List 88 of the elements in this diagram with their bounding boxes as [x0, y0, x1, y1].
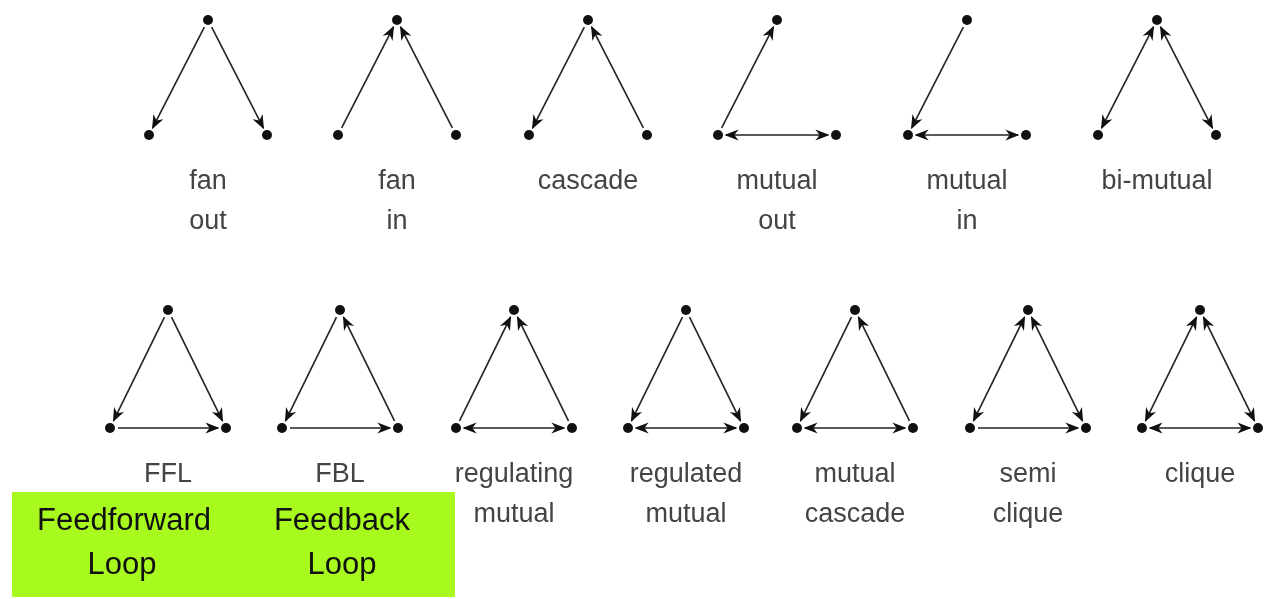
node-dot: [642, 130, 652, 140]
arrow: [1202, 315, 1256, 423]
node-dot: [1137, 423, 1147, 433]
arrow: [342, 315, 396, 422]
motif-name: fan out: [188, 164, 228, 237]
node-dot: [392, 15, 402, 25]
arrow: [914, 129, 1020, 141]
loop-name: Feedforward Loop: [36, 501, 213, 583]
arrow: [799, 316, 853, 423]
arrow: [284, 316, 338, 423]
motif-name: bi-mutual: [1100, 164, 1214, 197]
arrow: [1100, 25, 1155, 130]
arrow: [857, 315, 911, 422]
arrow: [972, 315, 1026, 423]
node-dot: [1152, 15, 1162, 25]
arrow: [516, 315, 570, 422]
node-dot: [739, 423, 749, 433]
node-dot: [277, 423, 287, 433]
arrow: [1144, 315, 1198, 423]
arrow: [462, 422, 566, 434]
arrow: [399, 25, 454, 129]
node-dot: [163, 305, 173, 315]
arrow: [170, 316, 224, 423]
motif-name: mutual out: [735, 164, 819, 237]
node-dot: [509, 305, 519, 315]
motif-name: mutual in: [925, 164, 1009, 237]
arrow: [977, 422, 1080, 434]
node-dot: [908, 423, 918, 433]
highlight-panel: [12, 492, 455, 597]
node-dot: [1081, 423, 1091, 433]
node-dot: [903, 130, 913, 140]
arrow: [112, 316, 166, 423]
node-dot: [144, 130, 154, 140]
node-dot: [451, 130, 461, 140]
node-dot: [1195, 305, 1205, 315]
arrow: [289, 422, 392, 434]
node-dot: [1021, 130, 1031, 140]
node-dot: [831, 130, 841, 140]
arrow: [117, 422, 220, 434]
node-dot: [713, 130, 723, 140]
motif-name: mutual cascade: [803, 457, 907, 530]
arrow: [630, 316, 684, 423]
arrow: [1030, 315, 1084, 423]
motif-name: cascade: [536, 164, 640, 197]
arrow: [151, 26, 206, 130]
loop-name: Feedback Loop: [272, 501, 412, 583]
node-dot: [524, 130, 534, 140]
node-dot: [393, 423, 403, 433]
node-dot: [567, 423, 577, 433]
arrow: [910, 26, 965, 130]
node-dot: [221, 423, 231, 433]
arrow: [210, 26, 265, 130]
node-dot: [850, 305, 860, 315]
node-dot: [262, 130, 272, 140]
motif-name: clique: [1163, 457, 1237, 490]
motif-name: fan in: [377, 164, 417, 237]
node-dot: [681, 305, 691, 315]
arrow: [1159, 25, 1214, 130]
node-dot: [1023, 305, 1033, 315]
node-dot: [1093, 130, 1103, 140]
node-dot: [623, 423, 633, 433]
arrow: [590, 25, 645, 129]
motif-name: regulated mutual: [628, 457, 744, 530]
node-dot: [583, 15, 593, 25]
node-dot: [333, 130, 343, 140]
motif-name: semi clique: [991, 457, 1065, 530]
node-dot: [1211, 130, 1221, 140]
arrow: [724, 129, 830, 141]
node-dot: [335, 305, 345, 315]
node-dot: [1253, 423, 1263, 433]
arrow: [458, 315, 512, 422]
node-dot: [105, 423, 115, 433]
node-dot: [962, 15, 972, 25]
arrow: [720, 25, 775, 129]
node-dot: [792, 423, 802, 433]
node-dot: [203, 15, 213, 25]
motif-name: FBL: [314, 457, 366, 490]
arrow: [688, 316, 742, 423]
node-dot: [772, 15, 782, 25]
motif-name: regulating mutual: [453, 457, 575, 530]
arrow: [531, 26, 586, 130]
arrow: [340, 25, 395, 129]
arrow: [634, 422, 738, 434]
arrow: [803, 422, 907, 434]
node-dot: [451, 423, 461, 433]
arrow: [1148, 422, 1252, 434]
motif-name: FFL: [143, 457, 193, 490]
node-dot: [965, 423, 975, 433]
